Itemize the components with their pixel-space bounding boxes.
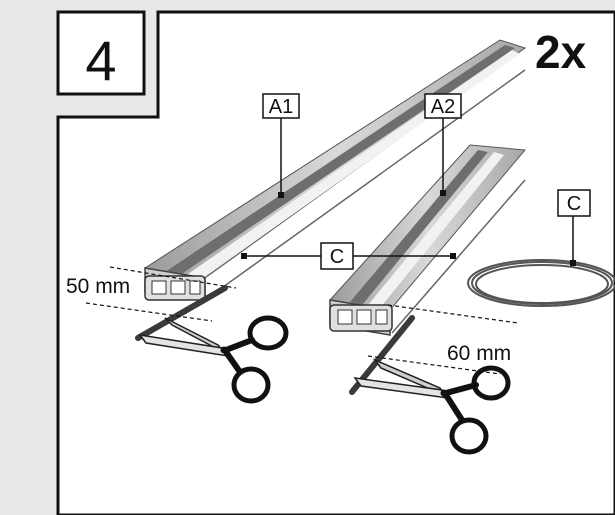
- label-c-coil-text: C: [567, 193, 581, 215]
- label-c-center: C: [320, 242, 354, 270]
- label-a1-text: A1: [269, 96, 293, 118]
- leader-c-coil-dot: [570, 260, 576, 266]
- label-a1: A1: [262, 93, 300, 119]
- dimension-lines-right: [367, 304, 519, 375]
- dimension-lines-left: [85, 266, 237, 322]
- leader-c-right-dot: [450, 253, 456, 259]
- label-a2: A2: [424, 93, 462, 119]
- cord-cut-left: [135, 285, 228, 341]
- dimension-right: 60 mm: [447, 342, 511, 365]
- profile-a2: [329, 144, 527, 336]
- label-c-center-text: C: [330, 246, 344, 268]
- step-number: 4: [85, 29, 116, 92]
- cord-coil: [467, 259, 615, 307]
- dimension-left: 50 mm: [66, 275, 130, 298]
- leader-a1-dot: [278, 192, 284, 198]
- leader-c-left-dot: [241, 253, 247, 259]
- scissors-left-icon: [138, 315, 289, 404]
- label-c-coil: C: [557, 189, 591, 217]
- scissors-right-icon: [353, 358, 511, 455]
- quantity-label: 2x: [535, 26, 587, 78]
- label-a2-text: A2: [431, 96, 455, 118]
- step-number-box: 4: [56, 10, 146, 96]
- leader-a2-dot: [440, 190, 446, 196]
